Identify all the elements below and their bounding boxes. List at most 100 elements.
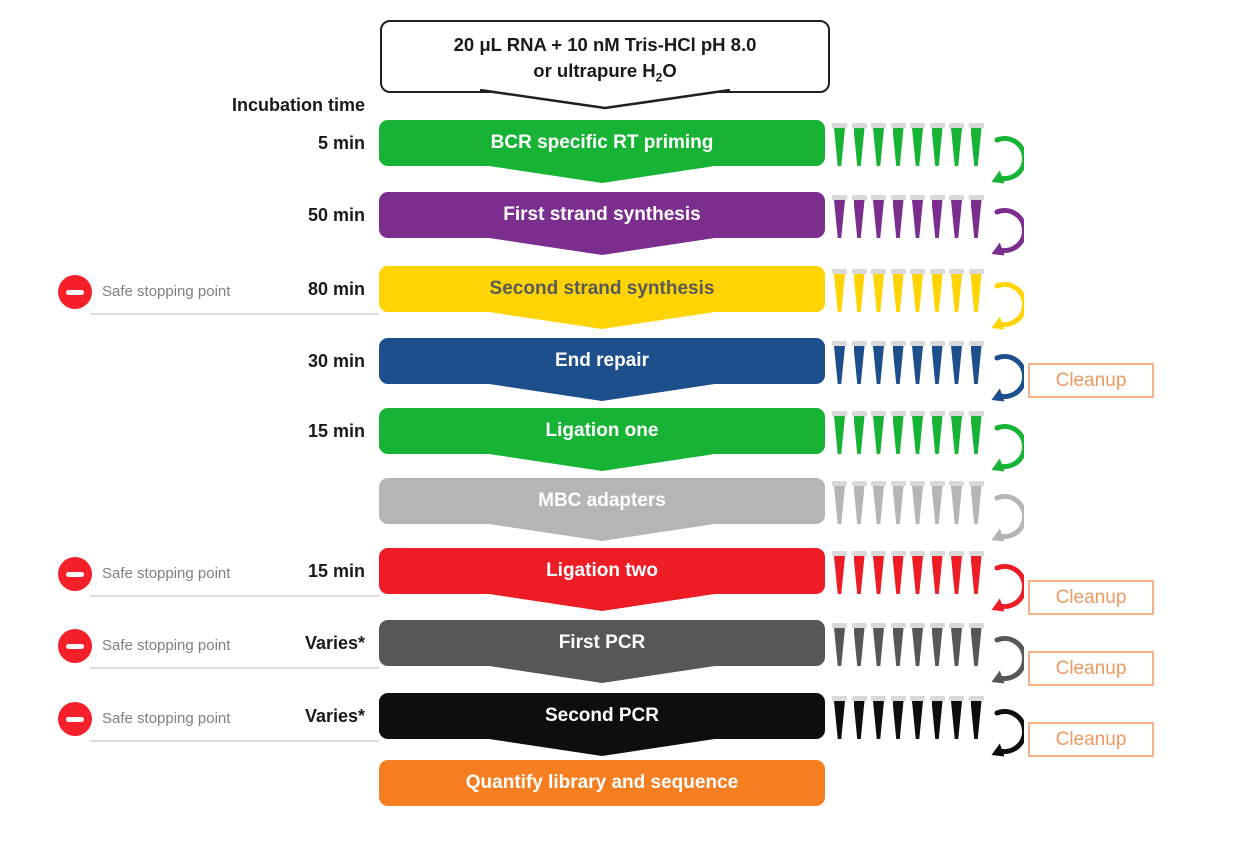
pcr-tube-body	[912, 128, 923, 166]
pcr-tube-icon	[929, 411, 945, 454]
step-banner-first-pcr: First PCR	[379, 620, 825, 666]
pcr-tube-cap	[871, 195, 886, 200]
pcr-tube-cap	[910, 195, 925, 200]
incubation-time-value: 30 min	[307, 351, 365, 371]
pcr-tube-body	[931, 628, 943, 666]
pcr-tube-cap	[851, 123, 867, 128]
pcr-tube-body	[951, 628, 962, 666]
pcr-tube-icon	[929, 481, 945, 524]
pcr-tube-icon	[910, 696, 925, 739]
pcr-tube-cap	[968, 269, 984, 274]
pcr-tube-cap	[929, 623, 945, 628]
pcr-tube-icon	[910, 623, 925, 666]
pcr-tube-body	[853, 128, 865, 166]
pcr-tube-cap	[968, 123, 984, 128]
pcr-tube-cap	[949, 411, 964, 416]
pcr-tube-icon	[851, 481, 867, 524]
pcr-tube-body	[912, 556, 923, 594]
cleanup-box: Cleanup	[1028, 580, 1154, 615]
pcr-tube-body	[853, 556, 865, 594]
pcr-tube-cap	[929, 195, 945, 200]
pcr-tube-cap	[929, 551, 945, 556]
pcr-tube-icon	[851, 341, 867, 384]
pcr-tube-body	[834, 486, 845, 524]
pcr-tube-icon	[968, 696, 984, 739]
no-entry-bar	[66, 716, 84, 722]
pcr-tube-cap	[910, 696, 925, 701]
pcr-tube-cap	[910, 551, 925, 556]
pcr-tube-icon	[890, 341, 906, 384]
pcr-tube-body	[970, 486, 982, 524]
pcr-tube-icon	[949, 481, 964, 524]
pcr-tube-cap	[890, 411, 906, 416]
step-banner-notch	[476, 664, 728, 683]
step-banner-first-strand-synthesis: First strand synthesis	[379, 192, 825, 238]
pcr-tube-body	[970, 628, 982, 666]
pcr-tube-body	[834, 346, 845, 384]
step-banner-quantify-library-and-sequence: Quantify library and sequence	[379, 760, 825, 806]
pcr-tube-icon	[851, 411, 867, 454]
pcr-tube-icon	[851, 696, 867, 739]
pcr-tube-icon	[890, 551, 906, 594]
pcr-tube-body	[931, 274, 943, 312]
pcr-tube-icon	[871, 623, 886, 666]
input-box-line2: or ultrapure H2O	[533, 60, 677, 85]
pcr-tube-icon	[968, 551, 984, 594]
pcr-tube-body	[931, 200, 943, 238]
pcr-tube-cap	[832, 195, 847, 200]
step-banner-notch	[476, 382, 728, 401]
pcr-tube-cap	[832, 481, 847, 486]
pcr-tube-body	[834, 200, 845, 238]
pcr-tube-cap	[832, 696, 847, 701]
pcr-tube-cap	[968, 551, 984, 556]
step-banner-second-pcr: Second PCR	[379, 693, 825, 739]
pcr-tube-body	[853, 416, 865, 454]
pcr-tube-icon	[968, 341, 984, 384]
pcr-tube-cap	[851, 195, 867, 200]
pcr-tube-cap	[949, 551, 964, 556]
pcr-tube-body	[970, 200, 982, 238]
input-box: 20 μL RNA + 10 nM Tris-HCl pH 8.0 or ult…	[380, 20, 830, 93]
step-banner-notch	[476, 522, 728, 541]
pcr-tube-body	[873, 416, 884, 454]
pcr-tube-icon	[949, 696, 964, 739]
pcr-tube-cap	[949, 341, 964, 346]
incubation-time-value: Varies*	[304, 633, 365, 653]
pcr-tube-body	[853, 486, 865, 524]
pcr-tube-body	[873, 556, 884, 594]
pcr-tube-icon	[851, 551, 867, 594]
pcr-tube-icon	[871, 696, 886, 739]
pcr-tube-icon	[832, 623, 847, 666]
pcr-tube-body	[970, 701, 982, 739]
pcr-tube-icon	[910, 481, 925, 524]
safe-stopping-point-label: Safe stopping point	[102, 565, 231, 582]
pcr-tube-icon	[949, 195, 964, 238]
pcr-tube-icon	[910, 269, 925, 312]
pcr-tube-cap	[910, 123, 925, 128]
pcr-tube-body	[970, 346, 982, 384]
pcr-tube-cap	[871, 623, 886, 628]
pcr-tube-cap	[910, 341, 925, 346]
pcr-tube-icon	[929, 696, 945, 739]
pcr-tube-body	[892, 128, 904, 166]
pcr-tube-icon	[871, 269, 886, 312]
pcr-tube-body	[951, 128, 962, 166]
pcr-tube-cap	[949, 623, 964, 628]
flow-arrow-icon	[991, 709, 1024, 757]
incubation-time-value: Varies*	[304, 706, 365, 726]
pcr-tube-cap	[929, 696, 945, 701]
pcr-tube-body	[912, 346, 923, 384]
pcr-tube-cap	[949, 195, 964, 200]
pcr-tube-icon	[832, 195, 847, 238]
pcr-tube-strip	[832, 551, 984, 594]
pcr-tube-icon	[929, 195, 945, 238]
safe-stopping-point-divider	[90, 667, 379, 669]
pcr-tube-strip	[832, 411, 984, 454]
pcr-tube-body	[912, 701, 923, 739]
pcr-tube-cap	[851, 341, 867, 346]
pcr-tube-cap	[851, 481, 867, 486]
